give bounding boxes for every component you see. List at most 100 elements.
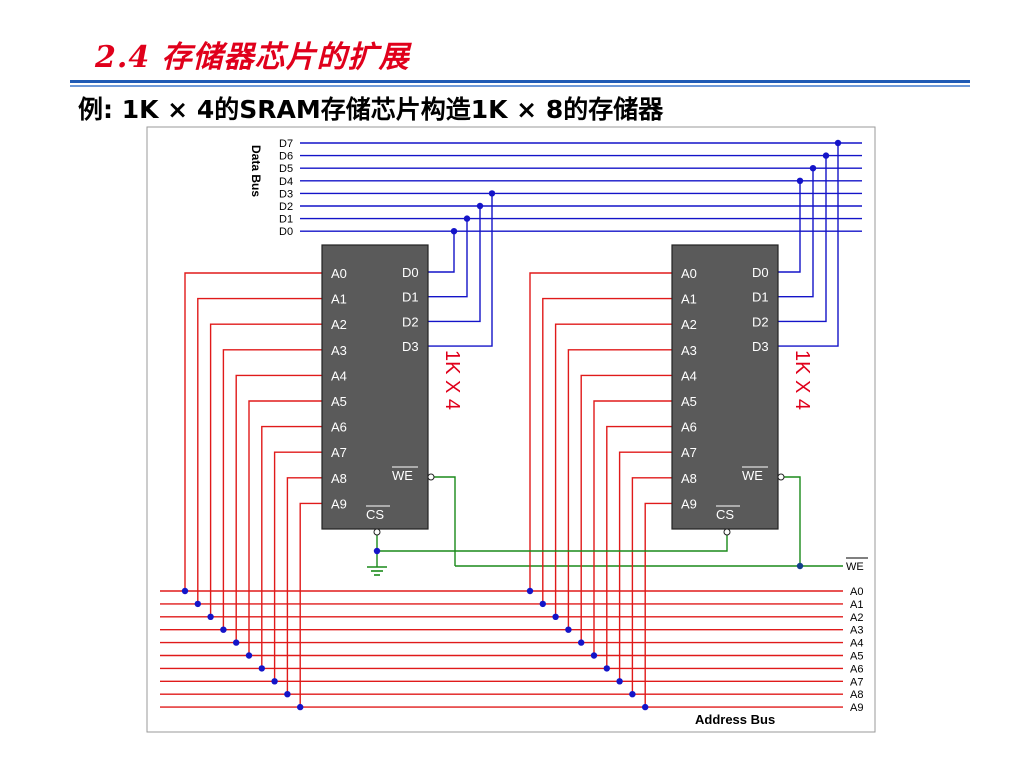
chip-data-pin-label: D1 [752, 290, 769, 305]
chips [321, 244, 785, 536]
chip-we-bubble [777, 473, 785, 481]
data-junction-dot [796, 177, 804, 184]
chip-address-pin-label: A5 [331, 394, 347, 409]
address-junction-dot [271, 678, 278, 685]
slide-title: 2.4 存储器芯片的扩展 [95, 40, 410, 75]
slide-subtitle: 例: 1K × 4的SRAM存储芯片构造1K × 8的存储器 [78, 95, 664, 124]
address-junction-dot [552, 613, 559, 620]
data-junction-dot [463, 215, 471, 222]
chip-address-wire [580, 374, 672, 643]
chip-address-wire [235, 374, 322, 643]
address-junction-dot [284, 691, 291, 698]
chip-data-pin-label: D3 [752, 339, 769, 354]
address-junction-dot [245, 652, 253, 659]
data-junction-dot [809, 165, 817, 172]
title-rule-thick [70, 80, 970, 83]
chip-address-wire [593, 400, 672, 656]
chip-address-pin-label: A9 [331, 496, 347, 511]
chip-address-pin-label: A7 [681, 445, 697, 460]
chip-address-wire [286, 477, 322, 695]
chip-data-wire [428, 231, 455, 273]
chip-address-pin-label: A3 [681, 343, 697, 358]
memory-chip [321, 244, 429, 530]
data-junction-dot [488, 190, 496, 197]
data-junction-dot [450, 228, 458, 235]
chip-address-wire [197, 297, 322, 604]
address-bus-line-label: A9 [850, 702, 863, 714]
chip-address-pin-label: A0 [681, 266, 697, 281]
address-junction-dot [194, 600, 201, 608]
chip-cs-pin-label: CS [716, 507, 734, 522]
address-bus-line-label: A1 [850, 599, 863, 611]
address-bus-line-label: A0 [850, 586, 863, 598]
chip-address-wire [618, 451, 672, 682]
chip-size-label: 1K X 4 [441, 350, 463, 410]
chip-data-pin-label: D2 [402, 314, 419, 329]
chip-address-wire [567, 349, 672, 630]
address-junction-dot [539, 600, 546, 608]
chip-address-pin-label: A1 [681, 292, 697, 307]
title-rule [70, 80, 970, 88]
chip-data-pin-label: D2 [752, 314, 769, 329]
chip-address-pin-label: A4 [331, 368, 347, 383]
address-junction-dot [642, 703, 649, 711]
chip-address-wire [184, 272, 322, 591]
chip-cs-pin-label: CS [366, 507, 384, 522]
address-junction-dot [297, 703, 304, 711]
chip-address-wire [222, 349, 322, 630]
chip-address-wire [529, 272, 672, 591]
address-junction-dot [526, 587, 534, 595]
data-junction-dot [476, 202, 484, 210]
address-junction-dot [258, 665, 265, 672]
address-junction-dot [590, 652, 598, 659]
chip-address-wire [644, 502, 672, 708]
chip1-we-wire [434, 476, 456, 566]
chip-address-pin-label: A6 [681, 420, 697, 435]
diagram-frame [146, 126, 876, 733]
chip-data-pin-label: D1 [402, 290, 419, 305]
chip-address-pin-label: A7 [331, 445, 347, 460]
address-junction-dot [603, 665, 610, 672]
chip-we-pin-label: WE [742, 468, 763, 483]
address-bus-line-label: A8 [850, 689, 863, 701]
data-bus-line-label: D4 [279, 176, 293, 188]
chip-address-wire [273, 451, 322, 682]
address-junction-dot [181, 587, 189, 595]
address-bus-line-label: A2 [850, 612, 863, 624]
address-bus-line-label: A5 [850, 651, 863, 663]
address-bus-line-label: A4 [850, 638, 863, 650]
chip-address-pin-label: A8 [331, 471, 347, 486]
address-bus-line-label: A3 [850, 625, 863, 637]
chip-we-bubble [427, 473, 435, 481]
data-bus-line-label: D7 [279, 138, 293, 150]
chip-address-wire [248, 400, 322, 656]
junction-dots [181, 139, 842, 711]
chip-data-wire [778, 168, 814, 298]
chip2-cs-wire [377, 535, 728, 552]
chip-data-wire [778, 143, 839, 347]
chip-address-pin-label: A1 [331, 292, 347, 307]
address-junction-dot [629, 691, 636, 698]
chip-address-pin-label: A6 [331, 420, 347, 435]
data-bus-label: Data Bus [249, 145, 263, 197]
address-bus-line-label: A7 [850, 676, 863, 688]
chip-cs-bubble [373, 528, 381, 536]
data-bus-line-label: D1 [279, 214, 293, 226]
address-junction-dot [578, 639, 585, 646]
chip-data-pin-label: D0 [402, 265, 419, 280]
chip-address-wire [606, 425, 672, 669]
chip-address-wire [209, 323, 322, 617]
address-junction-dot [220, 626, 227, 633]
address-junction-dot [616, 678, 623, 685]
chip-address-pin-label: A2 [681, 317, 697, 332]
chip-data-wire [428, 193, 493, 347]
chip2-we-wire [784, 476, 801, 566]
chip-address-wire [299, 502, 322, 708]
chip-address-pin-label: A8 [681, 471, 697, 486]
memory-chip [671, 244, 779, 530]
chip-address-wire [631, 477, 672, 695]
title-rule-thin [70, 85, 970, 87]
we-bus-label: WE [846, 561, 864, 573]
chip-data-wire [428, 218, 468, 298]
